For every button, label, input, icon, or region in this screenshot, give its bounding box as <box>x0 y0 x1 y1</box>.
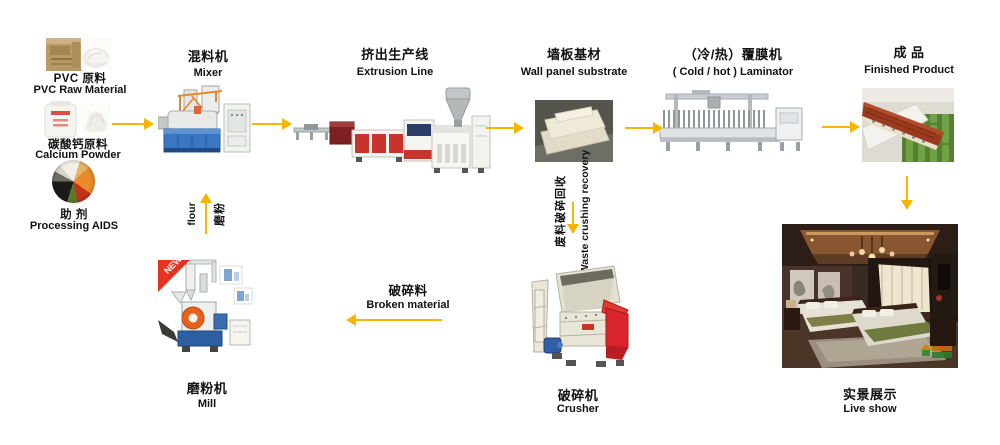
arrow-head <box>144 118 154 130</box>
calcium-sack-image <box>44 101 77 138</box>
crusher-machine-illustration <box>531 265 629 367</box>
arrow-shaft <box>112 123 145 126</box>
finished-label-en: Finished Product <box>864 64 954 76</box>
crusher-label-en: Crusher <box>556 403 600 415</box>
mixer-machine-illustration <box>158 85 251 153</box>
arrow-head <box>567 224 579 234</box>
flour-arrow-up <box>200 193 212 234</box>
mill-machine-illustration: NEW <box>158 258 253 352</box>
laminator-label-en: ( Cold / hot ) Laminator <box>672 66 794 78</box>
extrusion-line-illustration <box>293 87 491 173</box>
arrow-extrusion-to-substrate <box>486 122 524 134</box>
arrow-laminator-to-finished <box>822 121 860 133</box>
arrow-shaft <box>252 123 283 126</box>
substrate-label-en: Wall panel substrate <box>520 66 628 78</box>
substrate-image <box>535 100 613 162</box>
mill-label-zh: 磨粉机 <box>186 381 228 396</box>
aids-label-en: Processing AIDS <box>29 220 119 232</box>
broken-label-zh: 破碎料 <box>388 284 428 298</box>
extrusion-label-en: Extrusion Line <box>356 66 434 78</box>
arrow-shaft <box>906 176 909 201</box>
arrow-crusher-to-mill <box>346 314 442 326</box>
finished-product-image <box>862 88 954 162</box>
liveshow-label-zh: 实景展示 <box>842 387 898 402</box>
waste-arrow-down <box>567 202 579 234</box>
processing-aids-image <box>52 160 95 203</box>
arrow-shaft <box>486 127 515 130</box>
laminator-label-zh: （冷/热）覆膜机 <box>683 47 783 62</box>
extrusion-label-zh: 挤出生产线 <box>361 47 429 62</box>
pvc-label-en: PVC Raw Material <box>33 84 127 96</box>
finished-label-zh: 成 品 <box>893 45 925 60</box>
arrow-head <box>346 314 356 326</box>
arrow-head <box>901 200 913 210</box>
calcium-label-en: Calcium Powder <box>35 149 121 161</box>
watermark-logo <box>920 344 952 358</box>
liveshow-label-en: Live show <box>843 403 897 415</box>
flour-label-en: flour <box>186 202 198 226</box>
arrow-finished-to-liveshow <box>901 176 913 210</box>
arrow-shaft <box>572 202 575 225</box>
arrow-head <box>514 122 524 134</box>
arrow-head <box>850 121 860 133</box>
aids-label-zh: 助 剂 <box>60 209 88 221</box>
waste-label-zh: 废料破碎回收 <box>555 175 567 247</box>
arrow-substrate-to-laminator <box>625 122 663 134</box>
laminator-machine-illustration <box>659 90 803 151</box>
calcium-powder-image <box>81 103 111 137</box>
broken-label-en: Broken material <box>366 299 450 311</box>
mixer-label-zh: 混料机 <box>187 49 229 64</box>
crusher-label-zh: 破碎机 <box>557 388 599 403</box>
pvc-label-zh: PVC 原料 <box>53 73 107 85</box>
arrow-head <box>653 122 663 134</box>
flour-label-zh: 磨粉 <box>214 202 226 226</box>
arrow-shaft <box>822 126 851 129</box>
liveshow-photo <box>782 224 958 368</box>
arrow-head <box>200 193 212 203</box>
pvc-powder-image <box>81 38 112 70</box>
arrow-materials-to-mixer <box>112 118 154 130</box>
calcium-label-zh: 碳酸钙原料 <box>48 139 108 151</box>
substrate-label-zh: 墙板基材 <box>546 47 602 62</box>
pvc-bag-image <box>46 38 82 71</box>
arrow-head <box>282 118 292 130</box>
arrow-mixer-to-extrusion <box>252 118 292 130</box>
arrow-shaft <box>625 127 654 130</box>
mill-label-en: Mill <box>197 398 217 410</box>
arrow-shaft <box>205 202 208 234</box>
arrow-shaft <box>355 319 442 322</box>
mixer-label-en: Mixer <box>193 67 223 79</box>
